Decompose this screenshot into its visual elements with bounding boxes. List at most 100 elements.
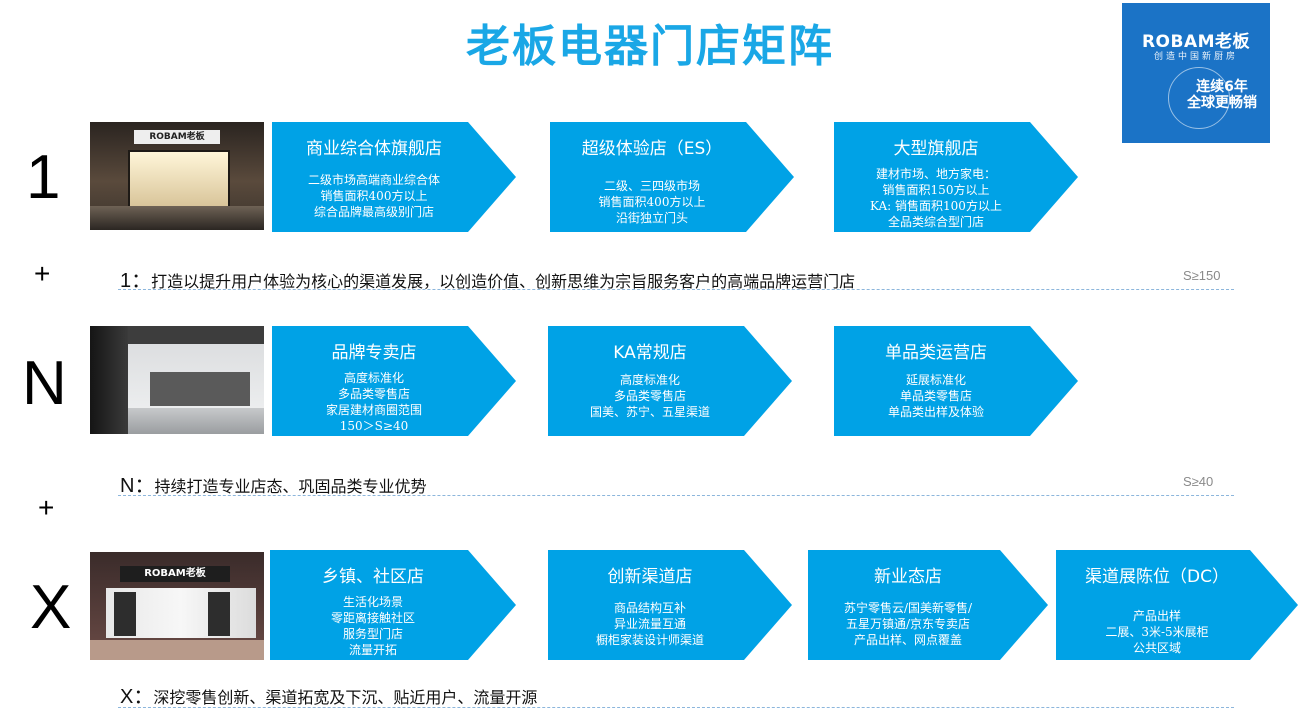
- card-line: KA: 销售面积100方以上: [870, 199, 1002, 213]
- row1-desc-text: 打造以提升用户体验为核心的渠道发展，以创造价值、创新思维为宗旨服务客户的高端品牌…: [151, 272, 856, 291]
- row1-divider: [118, 289, 1234, 290]
- card-row1-2: 超级体验店（ES） 二级、三四级市场 销售面积400方以上 沿街独立门头: [550, 122, 794, 232]
- row3-desc-key: X：: [120, 686, 154, 708]
- community-store-photo: ROBAM老板: [90, 552, 264, 660]
- card-title: 单品类运营店: [885, 343, 987, 363]
- card-row2-3: 单品类运营店 延展标准化 单品类零售店 单品类出样及体验: [834, 326, 1078, 436]
- card-body: 商品结构互补 异业流量互通 橱柜家装设计师渠道: [548, 600, 752, 648]
- card-title: 品牌专卖店: [331, 343, 417, 363]
- card-row3-2: 创新渠道店 商品结构互补 异业流量互通 橱柜家装设计师渠道: [548, 550, 792, 660]
- appliance: [114, 592, 136, 636]
- store-entrance: [128, 150, 230, 208]
- flagship-store-photo: ROBAM老板: [90, 122, 264, 230]
- row2-area-note: S≥40: [1183, 474, 1214, 489]
- card-title: 商业综合体旗舰店: [306, 139, 442, 159]
- card-body: 苏宁零售云/国美新零售/ 五星万镇通/京东专卖店 产品出样、网点覆盖: [808, 600, 1008, 648]
- store-floor: [128, 408, 264, 434]
- row-letter-n: N: [22, 349, 67, 418]
- card-line: 二级、三四级市场: [603, 179, 700, 193]
- card-line: 异业流量互通: [613, 617, 686, 631]
- row3-description: X：深挖零售创新、渠道拓宽及下沉、贴近用户、流量开源: [120, 680, 537, 709]
- row-letter-1: 1: [26, 143, 61, 212]
- card-line: 橱柜家装设计师渠道: [595, 633, 704, 647]
- card-line: 多品类零售店: [613, 389, 686, 403]
- row3-desc-text: 深挖零售创新、渠道拓宽及下沉、贴近用户、流量开源: [153, 688, 538, 707]
- card-row3-3: 新业态店 苏宁零售云/国美新零售/ 五星万镇通/京东专卖店 产品出样、网点覆盖: [808, 550, 1048, 660]
- card-line: 延展标准化: [905, 373, 966, 387]
- row2-desc-key: N：: [120, 475, 155, 497]
- globe-icon: [1168, 67, 1230, 129]
- card-line: 综合品牌最高级别门店: [313, 205, 434, 219]
- store-floor: [90, 206, 264, 230]
- card-line: 国美、苏宁、五星渠道: [589, 405, 710, 419]
- store-ceiling: [128, 326, 264, 344]
- store-floor: [90, 640, 264, 660]
- logo-slogan: 创造中国新厨房: [1153, 52, 1238, 62]
- card-line: 服务型门店: [342, 627, 403, 641]
- logo-brand: ROBAM老板: [1141, 32, 1251, 52]
- card-row3-4: 渠道展陈位（DC） 产品出样 二展、3米-5米展柜 公共区域: [1056, 550, 1298, 660]
- card-line: 二展、3米-5米展柜: [1105, 625, 1209, 639]
- card-title: 渠道展陈位（DC）: [1085, 567, 1229, 587]
- row2-description: N：持续打造专业店态、巩固品类专业优势: [120, 469, 426, 498]
- card-row1-1: 商业综合体旗舰店 二级市场高端商业综合体 销售面积400方以上 综合品牌最高级别…: [272, 122, 516, 232]
- card-row3-1: 乡镇、社区店 生活化场景 零距离接触社区 服务型门店 流量开拓: [270, 550, 516, 660]
- card-body: 建材市场、地方家电： 销售面积150方以上 KA: 销售面积100方以上 全品类…: [834, 166, 1038, 230]
- card-body: 高度标准化 多品类零售店 家居建材商圈范围 150＞S≥40: [272, 370, 476, 434]
- appliance: [208, 592, 230, 636]
- card-line: 多品类零售店: [337, 387, 410, 401]
- card-body: 产品出样 二展、3米-5米展柜 公共区域: [1056, 608, 1258, 656]
- card-body: 生活化场景 零距离接触社区 服务型门店 流量开拓: [270, 594, 476, 658]
- card-line: 150＞S≥40: [339, 419, 409, 433]
- card-title: 创新渠道店: [607, 567, 693, 587]
- card-line: 销售面积400方以上: [598, 195, 706, 209]
- card-title: 超级体验店（ES）: [581, 139, 723, 159]
- card-line: 单品类出样及体验: [887, 405, 984, 419]
- card-line: 五星万镇通/京东专卖店: [845, 617, 971, 631]
- card-line: 商品结构互补: [613, 601, 686, 615]
- card-line: 建材市场、地方家电：: [875, 167, 996, 181]
- card-title: 大型旗舰店: [893, 139, 979, 159]
- card-body: 二级市场高端商业综合体 销售面积400方以上 综合品牌最高级别门店: [272, 172, 476, 220]
- card-line: 单品类零售店: [899, 389, 972, 403]
- card-line: 二级市场高端商业综合体: [307, 173, 440, 187]
- card-line: 公共区域: [1132, 641, 1181, 655]
- brand-store-photo: [90, 326, 264, 434]
- card-body: 二级、三四级市场 销售面积400方以上 沿街独立门头: [550, 178, 754, 226]
- card-body: 高度标准化 多品类零售店 国美、苏宁、五星渠道: [548, 372, 752, 420]
- card-line: 零距离接触社区: [330, 611, 415, 625]
- card-line: 沿街独立门头: [615, 211, 688, 225]
- card-row2-2: KA常规店 高度标准化 多品类零售店 国美、苏宁、五星渠道: [548, 326, 792, 436]
- card-line: 产品出样、网点覆盖: [853, 633, 962, 647]
- card-line: 销售面积400方以上: [320, 189, 428, 203]
- card-line: 销售面积150方以上: [882, 183, 990, 197]
- card-line: 全品类综合型门店: [887, 215, 984, 229]
- card-row1-3: 大型旗舰店 建材市场、地方家电： 销售面积150方以上 KA: 销售面积100方…: [834, 122, 1078, 232]
- row-letter-x: X: [30, 573, 72, 642]
- row1-area-note: S≥150: [1183, 268, 1221, 283]
- card-line: 高度标准化: [619, 373, 680, 387]
- card-line: 流量开拓: [348, 643, 397, 657]
- card-line: 产品出样: [1132, 609, 1181, 623]
- plus-sign-2: +: [38, 492, 55, 523]
- card-row2-1: 品牌专卖店 高度标准化 多品类零售店 家居建材商圈范围 150＞S≥40: [272, 326, 516, 436]
- logo-award: 连续6年 全球更畅销: [1182, 79, 1262, 111]
- award-line-2: 全球更畅销: [1187, 95, 1257, 111]
- row1-description: 1：打造以提升用户体验为核心的渠道发展，以创造价值、创新思维为宗旨服务客户的高端…: [120, 264, 855, 293]
- plus-sign-1: +: [34, 258, 51, 289]
- card-line: 生活化场景: [342, 595, 403, 609]
- row2-desc-text: 持续打造专业店态、巩固品类专业优势: [154, 477, 427, 496]
- row1-desc-key: 1：: [120, 270, 152, 292]
- store-sign: ROBAM老板: [120, 566, 230, 582]
- page-title: 老板电器门店矩阵: [466, 21, 834, 72]
- robam-logo: ROBAM老板 创造中国新厨房 连续6年 全球更畅销: [1122, 3, 1270, 143]
- card-line: 苏宁零售云/国美新零售/: [843, 601, 973, 615]
- card-title: KA常规店: [613, 343, 687, 363]
- store-wall: [90, 326, 128, 434]
- award-line-1: 连续6年: [1196, 79, 1248, 95]
- row2-divider: [118, 495, 1234, 496]
- card-title: 新业态店: [874, 567, 942, 587]
- row3-divider: [118, 707, 1234, 708]
- card-line: 高度标准化: [343, 371, 404, 385]
- card-title: 乡镇、社区店: [322, 567, 424, 587]
